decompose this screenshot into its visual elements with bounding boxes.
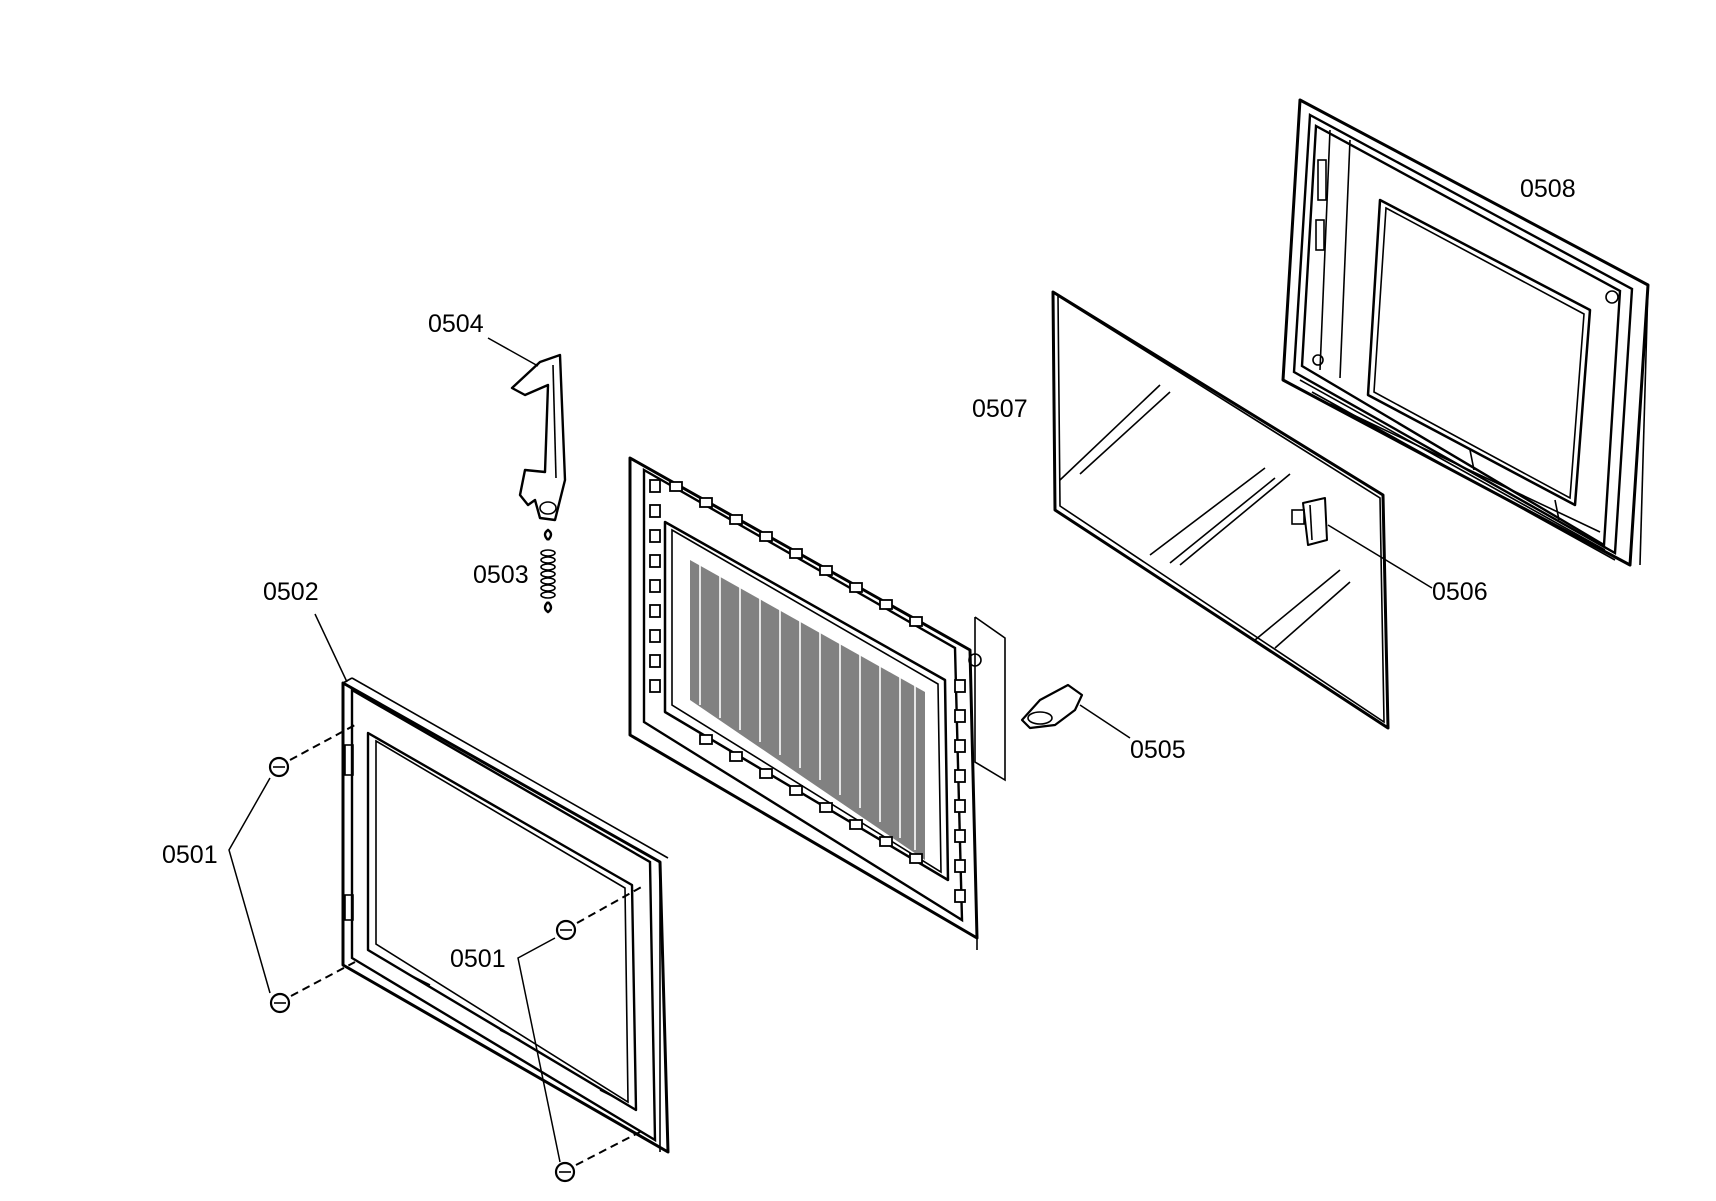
screw-bottom-left (269, 961, 356, 1014)
callout-0502: 0502 (263, 578, 319, 606)
part-0505-hinge-bracket (974, 616, 1131, 782)
screw-top-left (268, 724, 356, 778)
callout-0505: 0505 (1130, 736, 1186, 764)
leader-0501-left (228, 777, 271, 994)
part-0502-front-frame (341, 677, 670, 1154)
screw-mid-right (555, 884, 646, 941)
part-0507-glass-panel (1051, 290, 1390, 730)
leader-0502 (314, 613, 348, 683)
part-0506-latch-clip (1291, 497, 1433, 589)
callout-0508: 0508 (1520, 175, 1576, 203)
callout-0507: 0507 (972, 395, 1028, 423)
callout-0501-left: 0501 (162, 841, 218, 869)
perimeter-tabs (649, 479, 966, 903)
leader-0501-right (517, 937, 561, 1163)
screw-bottom-right (554, 1131, 641, 1183)
part-0508-door-frame (1281, 98, 1650, 567)
callout-0506: 0506 (1432, 578, 1488, 606)
callout-0503: 0503 (473, 561, 529, 589)
part-0504-latch-hook (487, 337, 567, 522)
callout-0504: 0504 (428, 310, 484, 338)
part-inner-door-panel (628, 456, 982, 950)
mesh-pattern (690, 560, 925, 860)
callout-0501-right: 0501 (450, 945, 506, 973)
part-0503-spring (540, 528, 556, 614)
part-0501-screws (228, 724, 646, 1183)
